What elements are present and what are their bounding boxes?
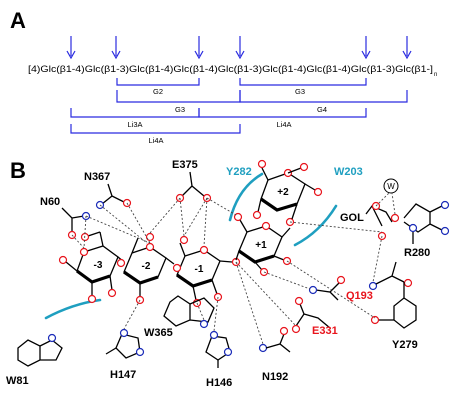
subsite-minus3-label: -3 bbox=[94, 260, 103, 271]
bracket-li4a-left-label: Li4A bbox=[148, 136, 163, 145]
cleavage-arrows bbox=[66, 36, 412, 60]
sugar-ring-minus3: -3 bbox=[58, 231, 119, 304]
brackets: G2 G3 G3 G4 Li3A Li4A Li4A bbox=[70, 78, 408, 145]
platform-arc-w203 bbox=[293, 204, 338, 247]
hydrogen-bonds bbox=[71, 192, 396, 345]
residue-w81-label: W81 bbox=[6, 375, 29, 387]
residue-h146: H146 bbox=[205, 330, 232, 389]
subsite-plus1-label: +1 bbox=[255, 240, 267, 251]
bracket-li4a-right: Li4A bbox=[198, 108, 367, 129]
glucan-sequence: [4)Glc(β1-4)Glc(β1-3)Glc(β1-4)Glc(β1-4)G… bbox=[28, 64, 433, 74]
bracket-g3-left: G3 bbox=[116, 90, 241, 114]
cleavage-arrow-5 bbox=[361, 36, 371, 60]
residue-e375: E375 bbox=[172, 159, 212, 203]
bracket-g2: G2 bbox=[116, 78, 200, 96]
residue-w365-label: W365 bbox=[144, 327, 173, 339]
cleavage-arrow-4 bbox=[235, 36, 245, 60]
residue-e375-label: E375 bbox=[172, 159, 198, 171]
residue-y282-label: Y282 bbox=[226, 166, 252, 178]
residue-y279: Y279 bbox=[368, 261, 418, 351]
residue-n367-label: N367 bbox=[84, 171, 110, 183]
cleavage-arrow-6 bbox=[402, 36, 412, 60]
bracket-g3-right-label: G3 bbox=[295, 87, 305, 96]
residue-n60: N60 bbox=[40, 196, 91, 240]
water-label: W bbox=[387, 182, 395, 191]
subsite-plus2-label: +2 bbox=[277, 187, 289, 198]
glycerol-gol: GOL bbox=[340, 201, 400, 241]
residue-r280-label: R280 bbox=[404, 247, 430, 259]
sugar-ring-plus1: +1 bbox=[233, 212, 292, 277]
cleavage-arrow-3 bbox=[194, 36, 204, 60]
platform-arc-y282 bbox=[228, 172, 264, 222]
residue-h147: H147 bbox=[105, 328, 145, 381]
residue-r280: R280 bbox=[403, 200, 450, 259]
gol-label: GOL bbox=[340, 212, 364, 224]
residue-n367: N367 bbox=[84, 171, 132, 210]
residue-q193-label: Q193 bbox=[346, 290, 373, 302]
subsite-minus1-label: -1 bbox=[195, 264, 204, 275]
residue-w81: W81 bbox=[6, 333, 63, 387]
residue-w365: W365 bbox=[144, 295, 215, 339]
residue-n60-label: N60 bbox=[40, 196, 60, 208]
bracket-li4a-right-label: Li4A bbox=[276, 120, 291, 129]
bracket-li3a-label: Li3A bbox=[127, 120, 142, 129]
cleavage-arrow-2 bbox=[111, 36, 121, 60]
bracket-li4a-left: Li4A bbox=[70, 124, 241, 145]
residue-h147-label: H147 bbox=[110, 369, 136, 381]
residue-q193: Q193 bbox=[308, 275, 373, 302]
residue-n192: N192 bbox=[258, 326, 291, 383]
bracket-g2-label: G2 bbox=[153, 87, 163, 96]
subsite-minus2-label: -2 bbox=[142, 261, 151, 272]
bracket-g3-left-label: G3 bbox=[175, 105, 185, 114]
sugar-ring-minus2: -2 bbox=[116, 232, 175, 305]
residue-e331-label: E331 bbox=[312, 325, 338, 337]
water-molecule: W bbox=[383, 178, 399, 194]
sugar-ring-minus1: -1 bbox=[172, 235, 241, 308]
bracket-g4: G4 bbox=[239, 90, 408, 114]
cleavage-arrow-1 bbox=[66, 36, 76, 60]
panel-b-label: B bbox=[10, 158, 26, 183]
residue-n192-label: N192 bbox=[262, 371, 288, 383]
residue-y279-label: Y279 bbox=[392, 339, 418, 351]
sugar-ring-plus2: +2 bbox=[252, 159, 323, 227]
residue-w203-label: W203 bbox=[334, 166, 363, 178]
bracket-g3-right: G3 bbox=[239, 78, 367, 96]
panel-a-label: A bbox=[10, 8, 26, 33]
residue-h146-label: H146 bbox=[206, 377, 232, 389]
residue-e331: E331 bbox=[291, 296, 338, 337]
sequence-subscript: n bbox=[434, 72, 437, 78]
bracket-g4-label: G4 bbox=[317, 105, 327, 114]
